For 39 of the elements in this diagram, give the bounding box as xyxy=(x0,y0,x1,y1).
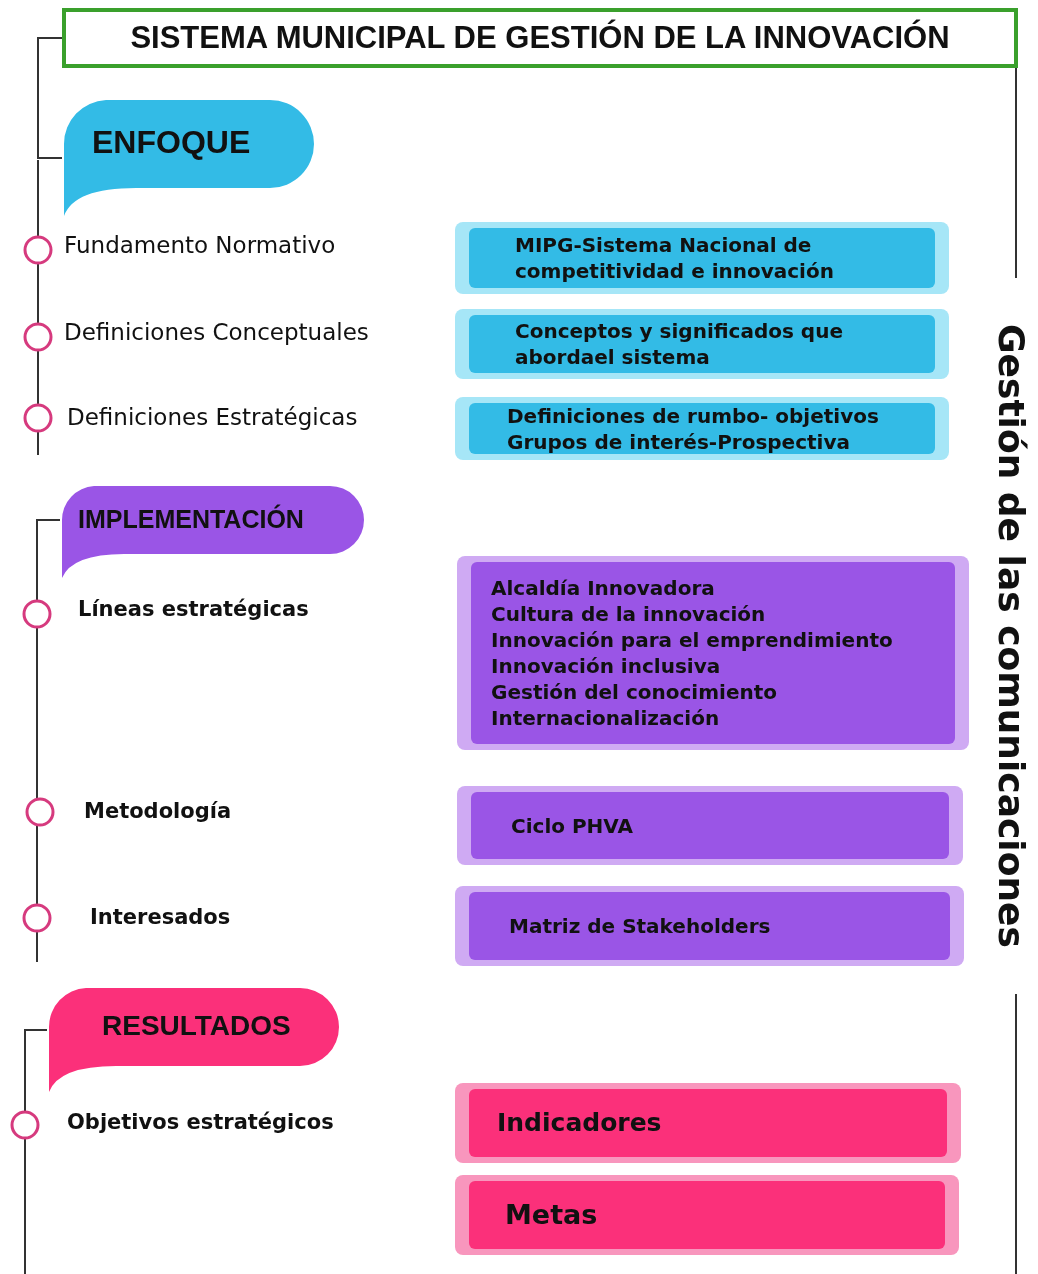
text-box xyxy=(455,1175,959,1255)
item-label: Interesados xyxy=(90,905,231,929)
box-text: MIPG-Sistema Nacional de competitividad e innovación xyxy=(515,232,835,284)
list-item: Internacionalización xyxy=(491,705,721,731)
box-text: Conceptos y significados que abordael sistema xyxy=(515,318,844,370)
box-text: Indicadores xyxy=(497,1106,663,1139)
box-text: Ciclo PHVA xyxy=(511,812,634,839)
text-box xyxy=(455,222,949,294)
item-label: Definiciones Conceptuales xyxy=(64,319,369,345)
box-text: Definiciones de rumbo- objetivos xyxy=(507,402,880,429)
text-box xyxy=(455,397,949,460)
list-item: Alcaldía Innovadora xyxy=(491,575,716,601)
title-text: SISTEMA MUNICIPAL DE GESTIÓN DE LA INNOVACIÓN xyxy=(130,20,950,56)
box-text: Matriz de Stakeholders xyxy=(509,913,772,939)
text-box xyxy=(455,886,964,966)
bubble-text: IMPLEMENTACIÓN xyxy=(78,504,304,534)
list-item: Gestión del conocimiento xyxy=(491,679,779,705)
text-box xyxy=(455,1083,961,1163)
list-item: Innovación para el emprendimiento xyxy=(491,627,894,653)
bubble-text: ENFOQUE xyxy=(92,124,251,162)
connector-line xyxy=(37,37,63,160)
speech-bubble xyxy=(62,100,314,216)
speech-bubble xyxy=(47,988,339,1092)
item-label: Líneas estratégicas xyxy=(78,597,309,621)
item-label: Metodología xyxy=(84,799,232,823)
bubble-text: RESULTADOS xyxy=(102,1009,291,1042)
box-text: Metas xyxy=(505,1198,599,1233)
speech-bubble xyxy=(60,486,364,578)
list-item: Innovación inclusiva xyxy=(491,653,722,679)
connector-line xyxy=(1015,67,1017,279)
title-box xyxy=(62,8,1018,68)
item-label: Definiciones Estratégicas xyxy=(67,404,358,430)
text-box xyxy=(457,556,969,750)
item-label: Objetivos estratégicos xyxy=(67,1110,334,1134)
text-box xyxy=(455,309,949,379)
text-box xyxy=(457,786,963,865)
list-item: Cultura de la innovación xyxy=(491,601,767,627)
item-label: Fundamento Normativo xyxy=(64,232,336,258)
box-text: Grupos de interés-Prospectiva xyxy=(507,428,851,455)
